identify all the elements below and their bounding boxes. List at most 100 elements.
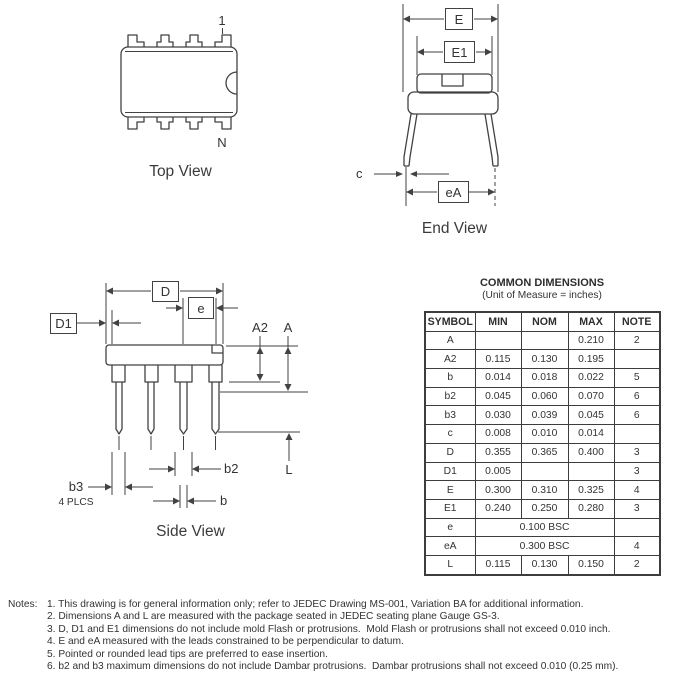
cell-nom: 0.018 [520, 368, 569, 388]
cell-max: 0.280 [567, 498, 615, 519]
cell-min: 0.008 [474, 424, 522, 444]
dim-label-b: b [220, 493, 228, 508]
cell-nom [520, 461, 569, 482]
dim-label-c: c [356, 166, 363, 181]
col-header-max: MAX [567, 311, 615, 332]
dim-label-A: A [283, 320, 293, 335]
pin-n-marker: N [217, 135, 227, 150]
cell-symbol: b2 [424, 386, 476, 407]
cell-symbol: e [424, 517, 476, 538]
cell-max: 0.022 [567, 368, 615, 388]
note-item-6: 6. b2 and b3 maximum dimensions do not i… [47, 661, 619, 673]
side-view-caption: Side View [156, 523, 225, 540]
top-view-linework [121, 28, 237, 129]
cell-bsc-span: 0.300 BSC [474, 536, 615, 556]
notes-list: 1. This drawing is for general informati… [47, 599, 671, 674]
cell-note [613, 517, 661, 538]
cell-symbol: A [424, 330, 476, 351]
cell-max: 0.195 [567, 349, 615, 370]
cell-max [567, 461, 615, 482]
cell-note: 3 [613, 498, 661, 519]
dim-label-e: e [188, 297, 214, 319]
table-title: COMMON DIMENSIONS [479, 277, 605, 289]
top-view-caption: Top View [149, 163, 212, 180]
cell-note [613, 349, 661, 370]
note-item-3: 3. D, D1 and E1 dimensions do not includ… [47, 623, 611, 635]
dim-label-b3: b3 [68, 479, 84, 494]
pin1-marker: 1 [218, 13, 226, 28]
cell-min: 0.300 [474, 480, 522, 500]
cell-nom: 0.130 [520, 554, 569, 576]
dim-label-E: E [445, 8, 473, 30]
cell-symbol: b3 [424, 405, 476, 426]
cell-min: 0.030 [474, 405, 522, 426]
cell-symbol: A2 [424, 349, 476, 370]
cell-nom: 0.130 [520, 349, 569, 370]
cell-min: 0.005 [474, 461, 522, 482]
col-header-note: NOTE [613, 311, 661, 332]
cell-max: 0.210 [567, 330, 615, 351]
cell-nom [520, 330, 569, 351]
cell-min: 0.115 [474, 349, 522, 370]
table-header-row: SYMBOL MIN NOM MAX NOTE [424, 311, 661, 332]
cell-nom: 0.250 [520, 498, 569, 519]
end-view-linework [374, 4, 498, 206]
cell-note: 3 [613, 461, 661, 482]
cell-symbol: E1 [424, 498, 476, 519]
cell-nom: 0.060 [520, 386, 569, 407]
dim-label-E1: E1 [444, 41, 475, 63]
cell-min: 0.045 [474, 386, 522, 407]
cell-nom: 0.039 [520, 405, 569, 426]
cell-min [474, 330, 522, 351]
notes-label: Notes: [8, 599, 38, 610]
note-item-4: 4. E and eA measured with the leads cons… [47, 636, 404, 648]
cell-min: 0.355 [474, 442, 522, 463]
col-header-symbol: SYMBOL [424, 311, 476, 332]
cell-note: 2 [613, 554, 661, 576]
note-item-2: 2. Dimensions A and L are measured with … [47, 611, 500, 623]
cell-nom: 0.310 [520, 480, 569, 500]
table-subtitle: (Unit of Measure = inches) [482, 290, 602, 301]
cell-max: 0.400 [567, 442, 615, 463]
dim-label-D1: D1 [50, 313, 77, 334]
cell-note [613, 424, 661, 444]
cell-max: 0.070 [567, 386, 615, 407]
cell-symbol: E [424, 480, 476, 500]
cell-note: 5 [613, 368, 661, 388]
cell-note: 4 [613, 536, 661, 556]
dim-label-b2: b2 [224, 461, 239, 476]
cell-symbol: b [424, 368, 476, 388]
cell-max: 0.325 [567, 480, 615, 500]
cell-min: 0.014 [474, 368, 522, 388]
dim-label-D: D [152, 281, 179, 302]
side-view-linework [76, 283, 308, 508]
cell-min: 0.240 [474, 498, 522, 519]
cell-max: 0.150 [567, 554, 615, 576]
cell-nom: 0.010 [520, 424, 569, 444]
dim-label-A2: A2 [252, 320, 268, 335]
end-view-caption: End View [421, 220, 488, 237]
cell-symbol: D [424, 442, 476, 463]
col-header-min: MIN [474, 311, 522, 332]
note-item-1: 1. This drawing is for general informati… [47, 599, 584, 610]
cell-symbol: D1 [424, 461, 476, 482]
cell-max: 0.045 [567, 405, 615, 426]
cell-symbol: L [424, 554, 476, 576]
note-item-5: 5. Pointed or rounded lead tips are pref… [47, 648, 328, 660]
cell-min: 0.115 [474, 554, 522, 576]
dim-label-eA: eA [438, 181, 469, 203]
cell-bsc-span: 0.100 BSC [474, 517, 615, 538]
